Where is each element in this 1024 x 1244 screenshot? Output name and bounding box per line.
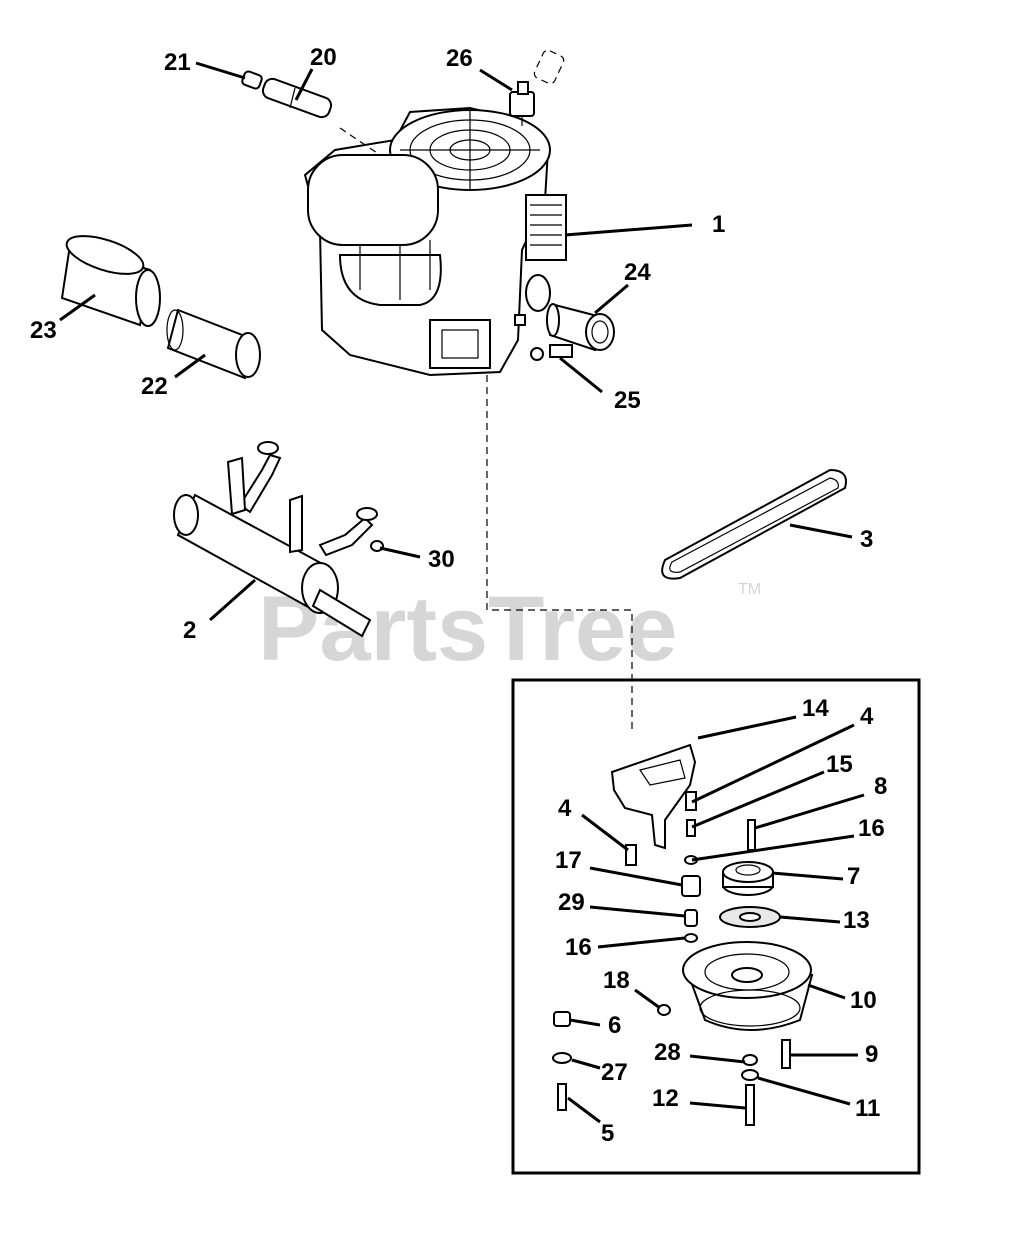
callout-6: 6 (608, 1012, 621, 1039)
part-8-key[interactable] (747, 819, 756, 851)
callout-20: 20 (310, 44, 337, 71)
part-11-washer[interactable] (741, 1069, 759, 1081)
leader-lines (59, 61, 865, 1124)
part-2-muffler[interactable] (173, 441, 378, 638)
part-9-key[interactable] (781, 1039, 791, 1069)
part-12-bolt[interactable] (745, 1084, 755, 1126)
callout-17: 17 (555, 847, 582, 874)
part-21-cap[interactable] (241, 70, 263, 90)
callout-3: 3 (860, 526, 873, 553)
callout-27: 27 (601, 1059, 628, 1086)
part-23-filter[interactable] (60, 228, 161, 327)
callout-16-top: 16 (858, 815, 885, 842)
callout-7: 7 (847, 863, 860, 890)
callout-labels: 21 20 26 1 24 25 23 22 30 2 3 14 4 15 8 … (30, 44, 887, 1147)
part-25-drain-plug[interactable] (530, 344, 573, 361)
part-14-bracket[interactable] (610, 743, 697, 850)
callout-9: 9 (865, 1041, 878, 1068)
callout-1: 1 (712, 211, 725, 238)
callout-26: 26 (446, 45, 473, 72)
callout-28: 28 (654, 1039, 681, 1066)
callout-11: 11 (855, 1095, 880, 1122)
part-27-washer[interactable] (552, 1052, 572, 1064)
callout-4-right: 4 (860, 703, 874, 730)
callout-5: 5 (601, 1120, 614, 1147)
part-7-pulley[interactable] (722, 861, 774, 896)
callout-29: 29 (558, 889, 585, 916)
callout-2: 2 (183, 617, 196, 644)
part-5-bolt[interactable] (557, 1083, 567, 1111)
callout-14: 14 (802, 695, 829, 722)
part-29-spacer[interactable] (684, 909, 698, 927)
part-16-washer-bottom[interactable] (684, 933, 698, 943)
engine-part[interactable] (303, 106, 567, 377)
callout-10: 10 (850, 987, 877, 1014)
part-15-pin[interactable] (686, 819, 696, 837)
part-24-oil-filter[interactable] (546, 303, 615, 352)
callout-12: 12 (652, 1085, 679, 1112)
callout-16-bottom: 16 (565, 934, 592, 961)
clutch-inset-frame (511, 678, 921, 1175)
part-3-belt[interactable] (661, 468, 847, 580)
callout-30: 30 (428, 546, 455, 573)
watermark-tm: TM (738, 581, 761, 598)
callout-18: 18 (603, 967, 630, 994)
part-22-filter[interactable] (166, 308, 261, 380)
callout-23: 23 (30, 317, 57, 344)
part-13-washer[interactable] (719, 906, 781, 928)
part-28-washer[interactable] (742, 1054, 758, 1066)
callout-13: 13 (843, 907, 870, 934)
part-10-clutch[interactable] (682, 941, 814, 1031)
callout-24: 24 (624, 259, 651, 286)
part-18-nut[interactable] (657, 1004, 671, 1016)
part-6-nut[interactable] (553, 1011, 571, 1027)
part-26-fitting[interactable] (509, 49, 565, 126)
part-17-spacer[interactable] (681, 875, 701, 897)
callout-25: 25 (614, 387, 641, 414)
callout-4-left: 4 (558, 795, 572, 822)
part-4-bolt-left[interactable] (625, 844, 637, 866)
callout-8: 8 (874, 773, 887, 800)
callout-22: 22 (141, 373, 168, 400)
callout-21: 21 (164, 49, 191, 76)
callout-15: 15 (826, 751, 853, 778)
